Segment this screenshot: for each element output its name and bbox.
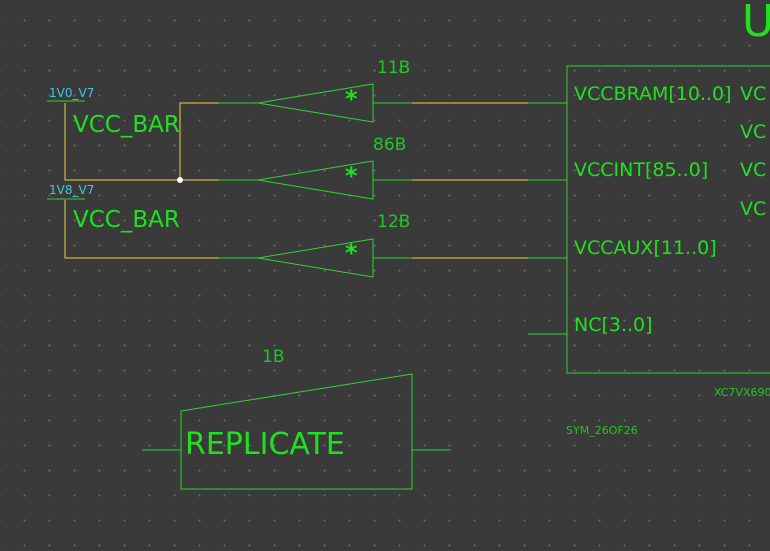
pin-vccbram[interactable]: VCCBRAM[10..0] [574, 83, 732, 105]
buffer-3-count: 12B [377, 212, 411, 232]
right-pin-3: VC [740, 159, 767, 181]
vcc-bar-label-2: VCC_BAR [73, 207, 180, 233]
right-pin-1: VC [740, 83, 767, 105]
net-wire-1v8[interactable] [64, 200, 219, 259]
net-label-1v0[interactable]: 1V0_V7 [49, 86, 95, 100]
right-pin-2: VC [740, 121, 767, 143]
right-pin-4: VC [740, 198, 767, 220]
replicate-block[interactable] [180, 373, 413, 490]
buffer-1-star: * [345, 85, 358, 113]
replicate-label: REPLICATE [185, 427, 345, 462]
buffer-2-count: 86B [373, 135, 407, 155]
replicate-count: 1B [262, 347, 285, 367]
net-wire-branch[interactable] [179, 102, 219, 180]
buffer-3-star: * [345, 239, 358, 267]
chip-body[interactable] [566, 65, 770, 374]
pin-nc[interactable]: NC[3..0] [574, 314, 653, 336]
pin-vccaux[interactable]: VCCAUX[11..0] [574, 237, 717, 259]
chip-designator: U [742, 0, 770, 47]
chip-part-number: XC7VX690 [714, 386, 770, 399]
pin-vccint[interactable]: VCCINT[85..0] [574, 159, 709, 181]
buffer-1-count: 11B [377, 58, 411, 78]
buffer-2-star: * [345, 162, 358, 190]
net-label-1v8[interactable]: 1V8_V7 [49, 183, 95, 197]
vcc-bar-label-1: VCC_BAR [73, 112, 180, 138]
symbol-name: SYM_26OF26 [566, 424, 638, 437]
net-wire-1v0[interactable] [64, 103, 219, 181]
junction-dot [177, 177, 183, 183]
